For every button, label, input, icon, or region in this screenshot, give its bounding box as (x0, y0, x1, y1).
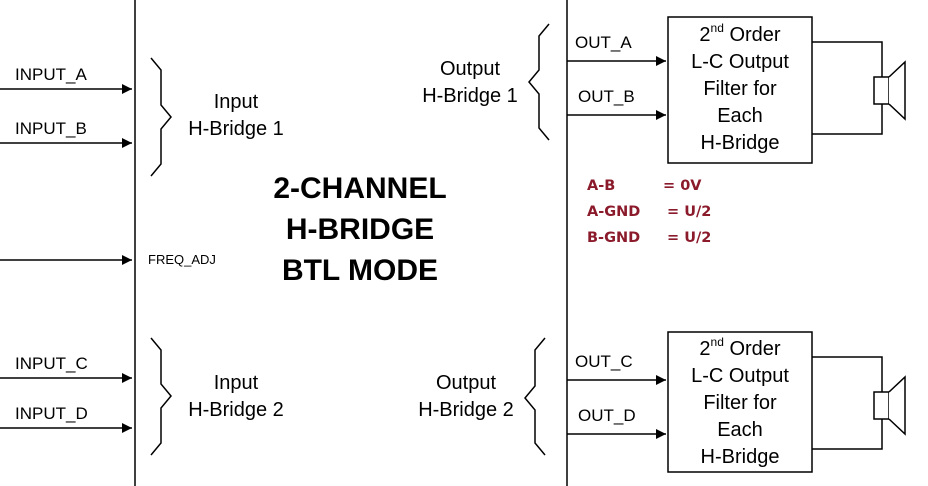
diagram-title: 2-CHANNEL H-BRIDGE BTL MODE (240, 168, 480, 291)
output-bridge-1-label: Output H-Bridge 1 (410, 56, 530, 110)
title-line3: BTL MODE (281, 254, 439, 287)
input-c-label: INPUT_C (15, 354, 88, 373)
filter-2-line4: Each (717, 419, 763, 441)
input-bridge-1-line2: H-Bridge 1 (188, 118, 284, 140)
output-bridge-2-label: Output H-Bridge 2 (406, 370, 526, 424)
filter-1-line5: H-Bridge (700, 132, 780, 154)
output-bridge-1-line1: Output (439, 58, 501, 80)
out-d-label: OUT_D (578, 406, 636, 425)
note-a-b-name: A-B (587, 178, 616, 194)
title-line2: H-BRIDGE (285, 213, 435, 246)
output-brace-1 (528, 23, 550, 141)
input-brace-2 (150, 337, 172, 456)
input-b-label: INPUT_B (15, 119, 87, 138)
output-brace-2 (524, 337, 546, 456)
note-b-gnd-name: B-GND (587, 230, 641, 246)
output-bridge-1-line2: H-Bridge 1 (422, 85, 518, 107)
filter-1-line3: Filter for (703, 78, 777, 100)
note-a-gnd-name: A-GND (587, 204, 641, 220)
note-a-gnd-value: = U/2 (667, 204, 712, 220)
note-a-b-value: = 0V (663, 178, 702, 194)
input-bridge-1-line1: Input (213, 91, 259, 113)
speaker-icon (873, 375, 906, 436)
input-bridge-2-line2: H-Bridge 2 (188, 399, 284, 421)
input-a-label: INPUT_A (15, 65, 87, 84)
speaker-wire-2 (812, 356, 883, 450)
filter-2-line1: 2nd Order (699, 335, 781, 360)
input-bridge-2-line1: Input (213, 372, 259, 394)
filter-2-line2: L-C Output (691, 365, 789, 387)
filter-1-line4: Each (717, 105, 763, 127)
out-a-label: OUT_A (575, 33, 632, 52)
output-bridge-2-line2: H-Bridge 2 (418, 399, 514, 421)
freq-adj-label: FREQ_ADJ (148, 252, 216, 267)
filter-box-2 (667, 331, 813, 473)
out-b-label: OUT_B (578, 87, 635, 106)
filter-box-1 (667, 16, 813, 164)
filter-2-line5: H-Bridge (700, 446, 780, 468)
filter-1-line1: 2nd Order (699, 21, 781, 46)
filter-2-line3: Filter for (703, 392, 777, 414)
note-b-gnd-value: = U/2 (667, 230, 712, 246)
filter-2-text: 2nd Order L-C Output Filter for Each H-B… (668, 336, 812, 471)
input-brace-1 (150, 57, 172, 177)
out-c-label: OUT_C (575, 352, 633, 371)
filter-1-line2: L-C Output (691, 51, 789, 73)
speaker-wire-1 (812, 41, 883, 135)
output-bridge-2-line1: Output (435, 372, 497, 394)
input-bridge-2-label: Input H-Bridge 2 (176, 370, 296, 424)
filter-1-text: 2nd Order L-C Output Filter for Each H-B… (668, 22, 812, 157)
title-line1: 2-CHANNEL (273, 172, 447, 205)
input-bridge-1-label: Input H-Bridge 1 (176, 89, 296, 143)
input-d-label: INPUT_D (15, 404, 88, 423)
speaker-icon (873, 60, 906, 121)
